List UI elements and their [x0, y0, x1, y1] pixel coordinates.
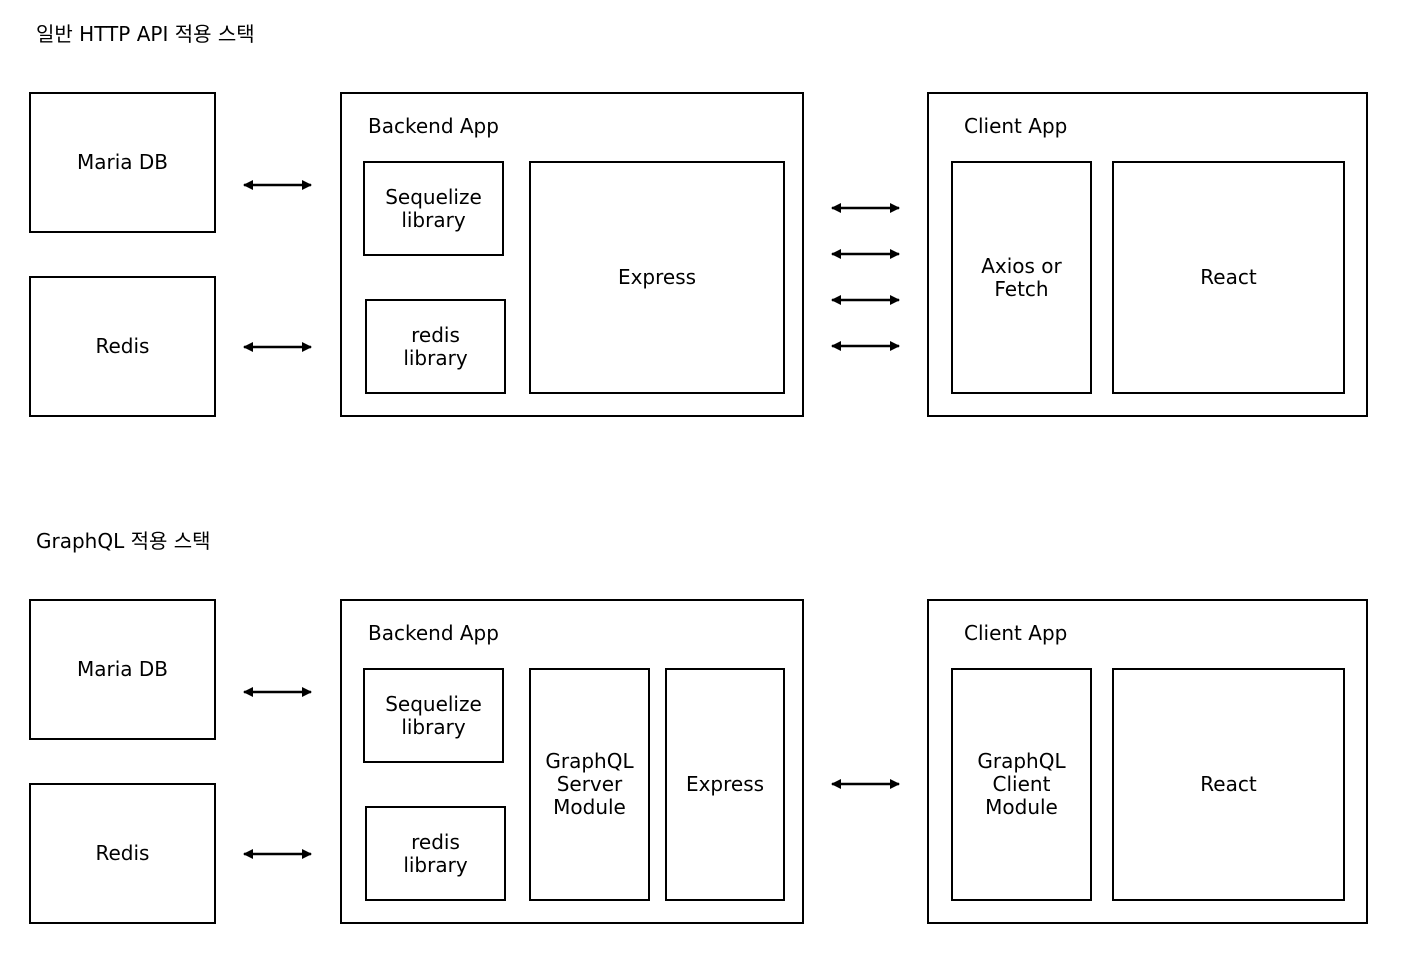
http-redis-library-box: redis library: [365, 299, 506, 394]
graphql-redis-box: Redis: [29, 783, 216, 924]
http-maria-db-label: Maria DB: [76, 150, 169, 174]
http-axios-fetch-box: Axios or Fetch: [951, 161, 1092, 394]
graphql-maria-db-label: Maria DB: [76, 657, 169, 681]
http-express-label: Express: [617, 265, 697, 289]
graphql-maria-db-box: Maria DB: [29, 599, 216, 740]
http-express-box: Express: [529, 161, 785, 394]
graphql-client-module-box: GraphQL Client Module: [951, 668, 1092, 901]
graphql-backend-app-title: Backend App: [368, 621, 499, 645]
http-redis-box: Redis: [29, 276, 216, 417]
http-redis-library-label: redis library: [403, 322, 468, 370]
http-axios-fetch-label: Axios or Fetch: [981, 253, 1062, 301]
graphql-sequelize-library-label: Sequelize library: [385, 691, 482, 739]
http-sequelize-library-box: Sequelize library: [363, 161, 504, 256]
graphql-redis-library-label: redis library: [403, 829, 468, 877]
graphql-stack-title: GraphQL 적용 스택: [36, 529, 211, 553]
graphql-sequelize-library-box: Sequelize library: [363, 668, 504, 763]
graphql-server-module-box: GraphQL Server Module: [529, 668, 650, 901]
http-redis-label: Redis: [95, 334, 150, 358]
graphql-react-box: React: [1112, 668, 1345, 901]
graphql-express-box: Express: [665, 668, 785, 901]
graphql-server-module-label: GraphQL Server Module: [545, 749, 634, 819]
http-maria-db-box: Maria DB: [29, 92, 216, 233]
http-client-app-title: Client App: [964, 114, 1068, 138]
graphql-react-label: React: [1200, 772, 1257, 796]
http-react-label: React: [1200, 265, 1257, 289]
http-sequelize-library-label: Sequelize library: [385, 184, 482, 232]
http-backend-app-title: Backend App: [368, 114, 499, 138]
http-react-box: React: [1112, 161, 1345, 394]
graphql-redis-library-box: redis library: [365, 806, 506, 901]
graphql-express-label: Express: [685, 772, 765, 796]
graphql-client-app-title: Client App: [964, 621, 1068, 645]
graphql-redis-label: Redis: [95, 841, 150, 865]
graphql-client-module-label: GraphQL Client Module: [977, 749, 1066, 819]
http-stack-title: 일반 HTTP API 적용 스택: [36, 22, 255, 46]
